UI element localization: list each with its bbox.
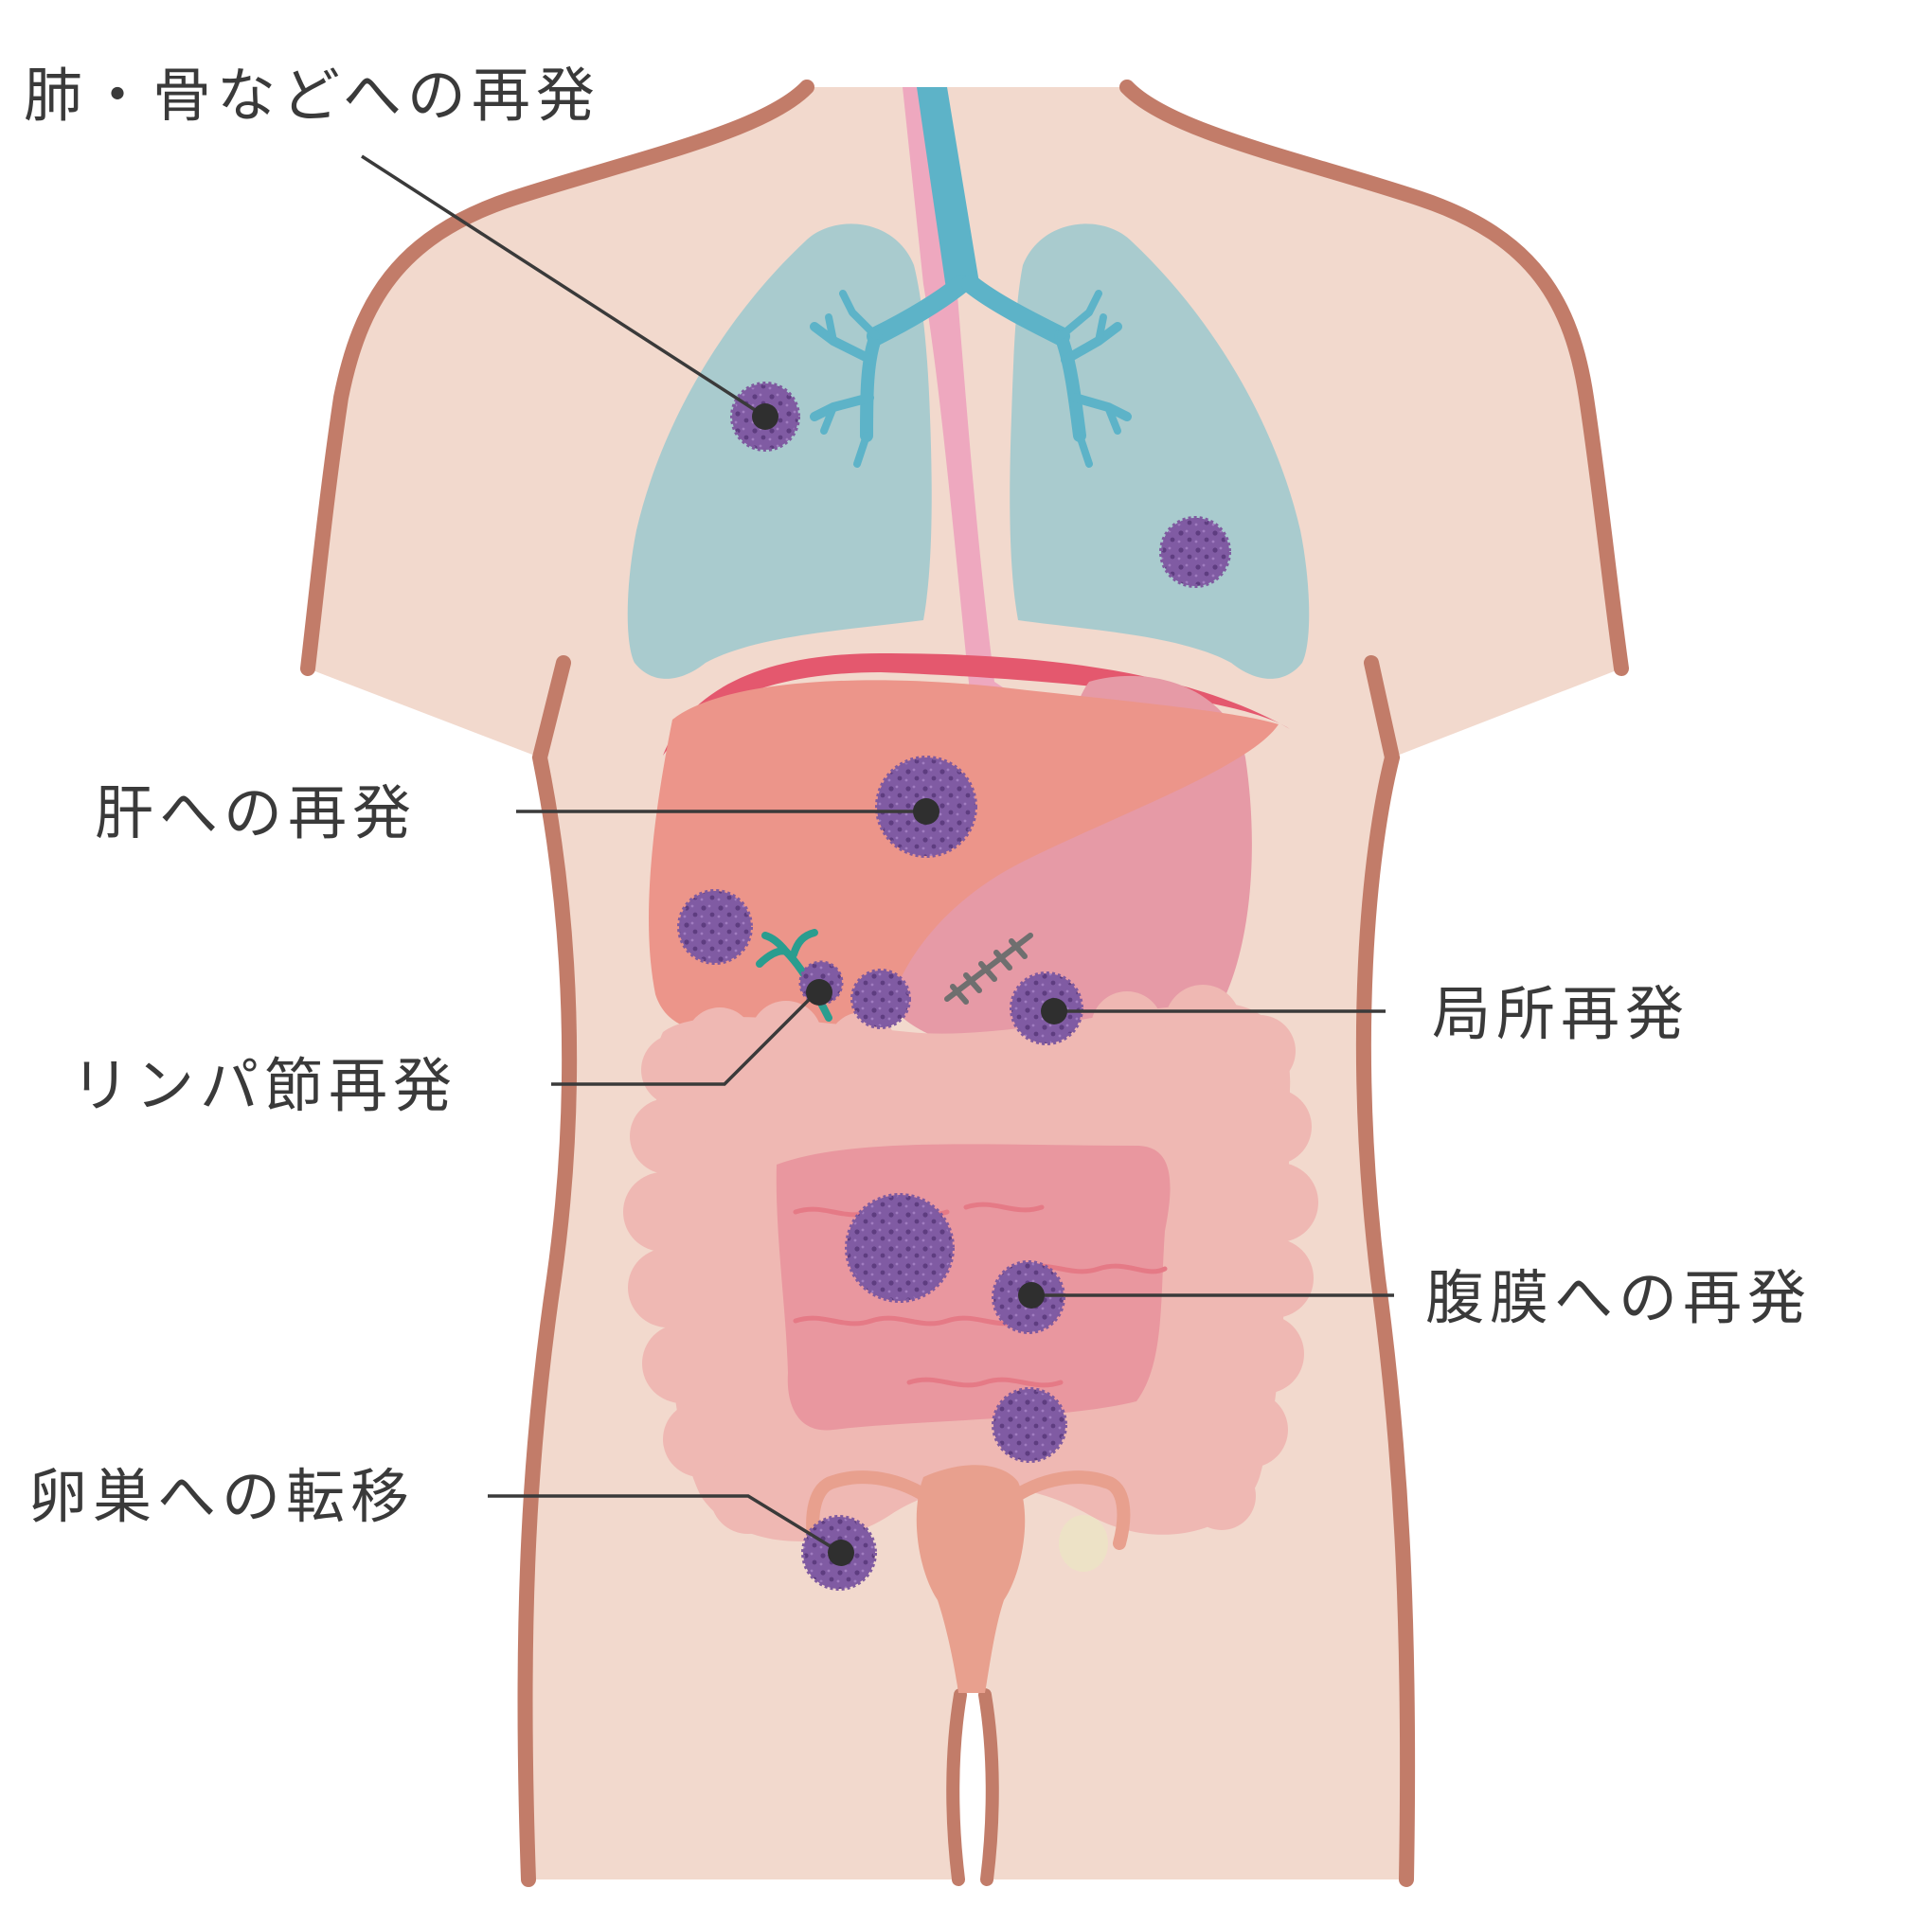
right-side-outline	[1355, 655, 1416, 1887]
tumor-icon	[845, 1193, 955, 1303]
leader-dots	[752, 403, 1067, 1566]
right-lung	[1010, 223, 1310, 679]
label-peritoneum: 腹膜への再発	[1425, 1263, 1812, 1332]
left-shoulder-outline	[300, 80, 814, 676]
small-intestine	[776, 1144, 1171, 1431]
left-lung	[627, 223, 932, 679]
label-ovary: 卵巣への転移	[28, 1462, 415, 1531]
label-lymph: リンパ節再発	[71, 1051, 457, 1120]
right-shoulder-outline	[1119, 80, 1629, 676]
left-side-outline	[517, 655, 578, 1887]
suture-icon	[944, 933, 1033, 1005]
inner-right-leg-outline	[978, 1688, 999, 1886]
uterus	[806, 1465, 1131, 1693]
esophagus	[903, 87, 1023, 701]
liver	[649, 680, 1279, 1032]
labels: 肺・骨などへの再発 肝への再発 リンパ節再発 局所再発 腹膜への再発 卵巣への転…	[24, 61, 1812, 1531]
leader-dot	[806, 979, 832, 1006]
right-ovary	[1059, 1515, 1108, 1572]
tumor-icon	[1159, 516, 1231, 588]
leader-dot	[1018, 1282, 1045, 1309]
leader-dot	[913, 798, 939, 825]
inner-left-leg-outline	[946, 1688, 967, 1886]
label-liver: 肝への再発	[95, 778, 417, 847]
leader-lymph	[551, 988, 821, 1086]
tumor-icon	[850, 969, 911, 1029]
trachea-bronchi	[810, 87, 1132, 468]
tumor-icon	[992, 1387, 1067, 1463]
leader-lines	[361, 154, 1394, 1555]
leader-dot	[752, 403, 778, 430]
leader-lung-bone	[361, 154, 766, 419]
leader-dot	[828, 1540, 854, 1566]
lungs	[627, 223, 1310, 679]
label-lung-bone: 肺・骨などへの再発	[24, 61, 600, 130]
tumor-icon	[677, 889, 753, 965]
leader-dot	[1041, 998, 1067, 1024]
leader-ovary	[488, 1494, 842, 1555]
label-local: 局所再発	[1432, 979, 1690, 1048]
